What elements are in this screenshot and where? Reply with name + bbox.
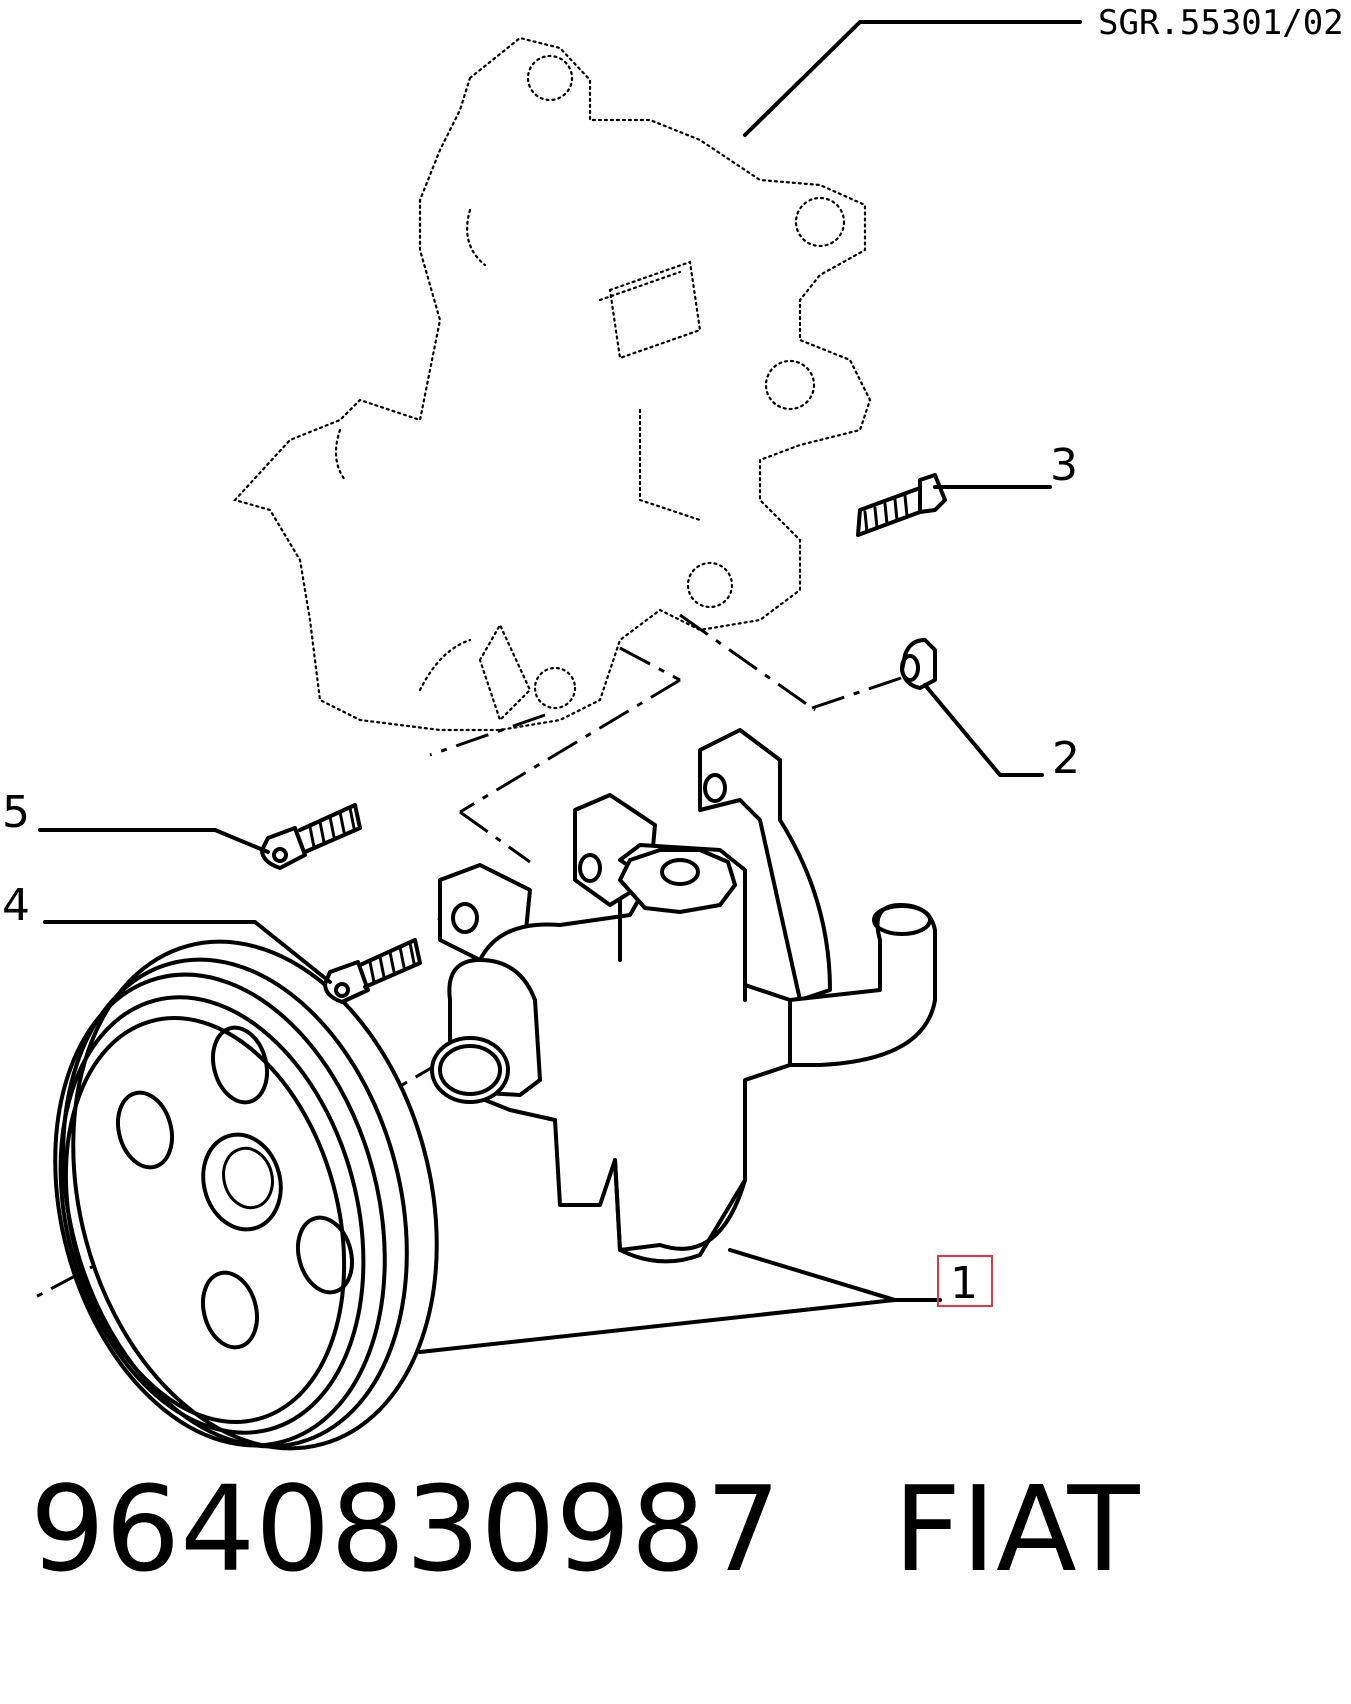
leader-lines [38,20,1082,1354]
screw-5 [260,803,362,870]
callout-label-5: 5 [2,787,30,838]
bolt-3 [856,473,947,537]
callout-label-3: 3 [1050,440,1078,491]
power-steering-pump [430,728,937,1264]
callout-1-highlight-box [937,1255,993,1307]
pump-pulley [53,939,439,1451]
part-number: 9640830987 [30,1460,781,1598]
brand-name: FIAT [893,1460,1140,1598]
screw-4 [323,938,422,1004]
drawing-reference-code: SGR.55301/02 [1098,3,1344,43]
callout-label-4: 4 [2,880,30,931]
dowel-bushing-2 [900,638,937,690]
mounting-bracket [232,36,872,732]
callout-label-2: 2 [1052,733,1080,784]
callout-label-1: 1 [950,1258,978,1309]
part-caption: 9640830987 FIAT [30,1470,1140,1588]
